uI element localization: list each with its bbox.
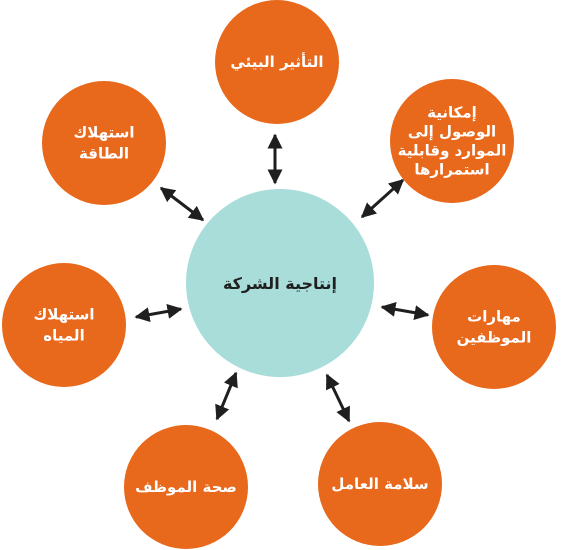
double-arrow-2	[360, 178, 405, 219]
node-worker-safety: سلامة العامل	[318, 422, 442, 546]
node-label: التأثير البيئي	[230, 52, 323, 71]
node-label: صحة الموظف	[135, 478, 237, 496]
node-label: الوصول إلى	[408, 123, 496, 141]
double-arrow-6	[134, 303, 183, 323]
center-label: إنتاجية الشركة	[223, 274, 337, 293]
double-arrow-4	[325, 373, 351, 423]
center-node: إنتاجية الشركة	[186, 189, 374, 377]
node-environmental-impact: التأثير البيئي	[215, 0, 339, 124]
node-employee-skills: مهارات الموظفين	[432, 265, 556, 389]
node-circle	[318, 422, 442, 546]
node-circle	[42, 81, 166, 205]
node-label: الموارد وقابلية	[398, 142, 507, 160]
node-label: مهارات	[467, 308, 521, 326]
node-label: استمرارها	[414, 161, 489, 179]
node-circle	[124, 425, 248, 549]
node-label: المياه	[43, 327, 84, 345]
double-arrow-5	[215, 371, 238, 421]
center-circle	[186, 189, 374, 377]
node-employee-health: صحة الموظف	[124, 425, 248, 549]
node-label: إمكانية	[427, 104, 477, 122]
double-arrow-3	[380, 301, 430, 321]
node-circle	[215, 0, 339, 124]
node-label: الطاقة	[79, 145, 129, 163]
node-circle	[390, 79, 514, 203]
node-label: استهلاك	[73, 124, 134, 142]
node-circle	[2, 263, 126, 387]
node-label: سلامة العامل	[331, 475, 428, 493]
double-arrow-7	[159, 186, 205, 222]
node-energy-consumption: استهلاك الطاقة	[42, 81, 166, 205]
node-water-consumption: استهلاك المياه	[2, 263, 126, 387]
node-circle	[432, 265, 556, 389]
node-label: الموظفين	[457, 329, 532, 347]
node-label: استهلاك	[33, 306, 94, 324]
